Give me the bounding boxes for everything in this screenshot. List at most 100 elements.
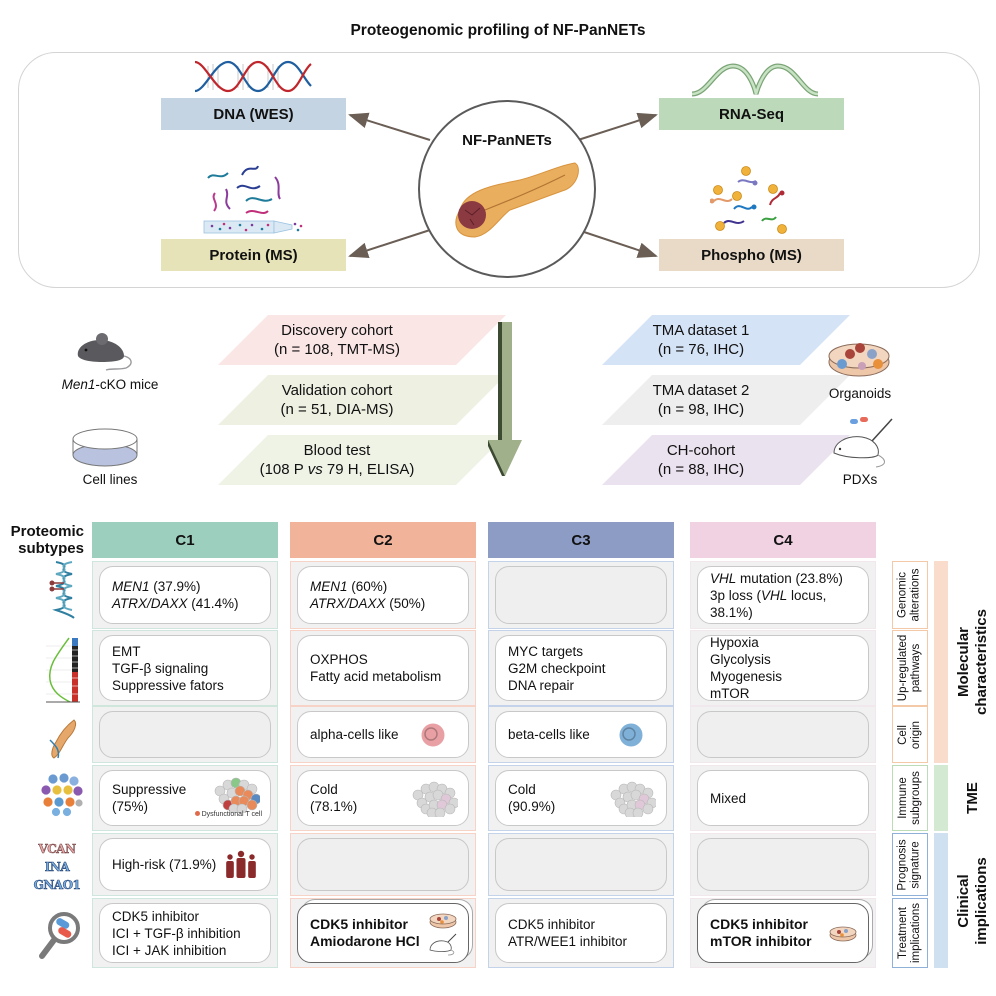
- empty-card: [99, 711, 271, 758]
- treatment-item: CDK5 inhibitor: [508, 917, 596, 932]
- treatment-item: CDK5 inhibitor: [112, 908, 200, 924]
- pathway-item: EMT: [112, 643, 141, 659]
- pathway-item: OXPHOS: [310, 652, 368, 667]
- cohort-ch-line1: CH-cohort: [666, 442, 736, 459]
- row-header-line1: Proteomic: [10, 523, 84, 540]
- card-genomic: MEN1 (60%)ATRX/DAXX (50%): [297, 566, 469, 624]
- genomic-value: locus, 38.1%): [710, 587, 827, 620]
- cohort-ch-line2: (n = 88, IHC): [657, 461, 745, 478]
- mouse-icon: [77, 333, 132, 371]
- beta-cell-icon: [618, 722, 644, 747]
- tumor-cluster-icon: [412, 781, 458, 817]
- cell-prognosis-c4: [690, 833, 876, 896]
- group-title-line2: implications: [973, 856, 990, 945]
- cell-genomic-c3: [488, 561, 674, 629]
- protein-peptides-icon: [203, 165, 303, 234]
- omic-rna-label: RNA-Seq: [718, 105, 784, 123]
- subtype-header-c3[interactable]: C3: [488, 522, 674, 558]
- cell-origin-label: beta-cells like: [508, 727, 590, 742]
- gene-name: ATRX/DAXX: [112, 596, 188, 611]
- cohort-blood-vs: vs: [307, 461, 323, 478]
- genomic-line: ATRX/DAXX (50%): [310, 595, 468, 612]
- pdx-mouse-icon: [429, 933, 457, 956]
- gene-ina: INA: [44, 860, 70, 875]
- group-bar-molecular: [934, 561, 948, 763]
- prognosis-label: High-risk (71.9%): [112, 857, 217, 872]
- alpha-cell-icon: [420, 722, 446, 747]
- cell-genomic-c1: MEN1 (37.9%)ATRX/DAXX (41.4%): [92, 561, 278, 629]
- subtype-header-c4[interactable]: C4: [690, 522, 876, 558]
- model-organoids: Organoids: [828, 386, 892, 401]
- gene-name: ATRX/DAXX: [310, 596, 386, 611]
- subtype-header-c1[interactable]: C1: [92, 522, 278, 558]
- pathway-item: Fatty acid metabolism: [310, 669, 442, 684]
- pathway-item: mTOR: [710, 686, 750, 701]
- cohort-blood-test: Blood test (108 P vs 79 H, ELISA): [218, 435, 506, 485]
- immune-subgroup-label: Cold: [508, 782, 536, 797]
- treatment-model-icons: [428, 910, 458, 956]
- empty-card: [697, 711, 869, 758]
- empty-card: [697, 838, 869, 891]
- gene-signature-icon: VCAN INA GNAO1: [22, 840, 92, 894]
- cohort-tma2: TMA dataset 2 (n = 98, IHC): [602, 375, 850, 425]
- subtype-header-label: C4: [773, 531, 793, 549]
- empty-card: [495, 838, 667, 891]
- tumor-cluster-icon: [610, 781, 656, 817]
- immune-subgroup-percent: (78.1%): [310, 799, 358, 814]
- row-label-line1: Treatment: [897, 907, 910, 959]
- cell-cell_origin-c4: [690, 706, 876, 763]
- pathway-item: Glycolysis: [710, 652, 771, 667]
- row-header-line2: subtypes: [18, 540, 84, 557]
- cell-prognosis-c2: [290, 833, 476, 896]
- row-label-line1: Immune: [897, 777, 909, 819]
- treatment-item: Amiodarone HCl: [310, 933, 420, 949]
- cell-genomic-c2: MEN1 (60%)ATRX/DAXX (50%): [290, 561, 476, 629]
- gene-name: MEN1: [310, 579, 348, 594]
- pathway-item: Myogenesis: [710, 669, 783, 684]
- genomic-line: MEN1 (37.9%): [112, 578, 270, 595]
- immune-subgroup-label: Suppressive: [112, 782, 187, 797]
- card-immune: Mixed: [697, 770, 869, 826]
- cell-immune-c1: Suppressive(75%)Dysfunctional T cell: [92, 765, 278, 831]
- genomic-line: MEN1 (60%): [310, 578, 468, 595]
- drug-search-icon: [39, 912, 80, 959]
- legend-dot-icon: [194, 811, 200, 816]
- organoid-dish-icon: [828, 343, 890, 377]
- legend-label: Dysfunctional T cell: [201, 811, 262, 818]
- subtype-header-c2[interactable]: C2: [290, 522, 476, 558]
- organoid-dish-icon: [429, 913, 457, 929]
- genomic-value: (60%): [347, 579, 388, 594]
- row-label-line2: signature: [910, 840, 923, 889]
- treatment-item: mTOR inhibitor: [710, 933, 812, 949]
- omic-protein-label: Protein (MS): [209, 246, 298, 264]
- gsea-enrichment-plot-icon: [46, 637, 80, 703]
- cohort-discovery-line1: Discovery cohort: [281, 322, 393, 339]
- dna-helix-icon: [194, 60, 312, 93]
- group-label-tme: TME: [950, 765, 996, 831]
- cell-pathways-c2: OXPHOS Fatty acid metabolism: [290, 630, 476, 706]
- cell-cell_origin-c1: [92, 706, 278, 763]
- cohort-blood-line2b: 79 H, ELISA): [322, 461, 415, 478]
- omic-rna-bg: [659, 98, 844, 130]
- genomic-text: 3p loss (: [710, 587, 762, 603]
- people-group-icon: [226, 850, 256, 878]
- pathway-item: Suppressive fators: [112, 677, 224, 693]
- row-label-line1: Up-regulated: [897, 634, 910, 702]
- model-men1-rest: -cKO mice: [95, 377, 159, 392]
- omic-phospho-bg: [659, 239, 844, 271]
